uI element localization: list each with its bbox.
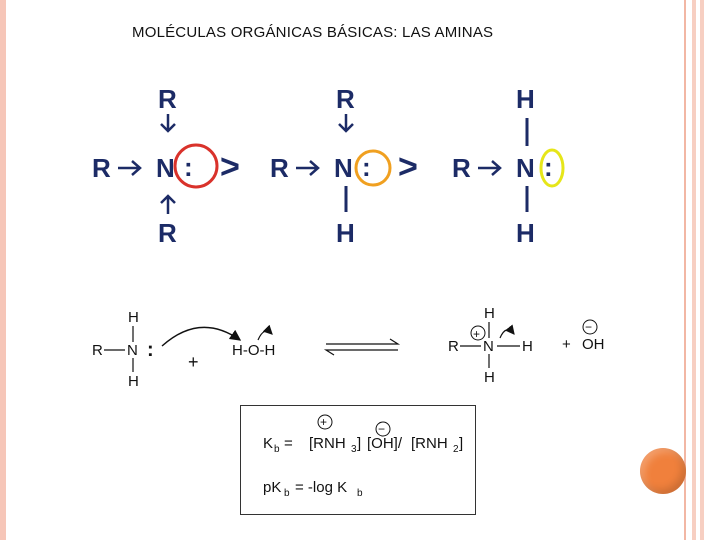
inductive-arrow-right xyxy=(118,160,142,176)
reaction-amine-left-r: R xyxy=(92,342,103,359)
kb-equation-box: + − K b = [RNH 3 ] [OH]/ [RNH 2 ] pK b =… xyxy=(240,405,476,515)
ammonium-top-h: H xyxy=(484,305,495,322)
pkb-b-subscript: b xyxy=(284,488,290,499)
amine-primary: H R N : H xyxy=(452,84,565,248)
amine2-left-substituent: R xyxy=(270,153,289,183)
amine-secondary: R R N : H xyxy=(270,84,392,248)
amine2-lone-pair: : xyxy=(362,152,371,182)
kb-rnh3-close: ] xyxy=(357,435,361,452)
kb-b-subscript: b xyxy=(274,444,280,455)
positive-charge-circle xyxy=(317,414,333,430)
lone-pair-highlight-red xyxy=(173,143,219,189)
kb-rnh2-close: ] xyxy=(459,435,463,452)
ammonium-left-r: R xyxy=(448,338,459,355)
kb-rnh2-open: [RNH xyxy=(411,435,448,452)
reaction-amine: H R N : H xyxy=(92,309,154,390)
amine1-top-substituent: R xyxy=(158,84,177,114)
reaction-plus-2: + xyxy=(562,336,571,353)
curved-arrow xyxy=(499,324,515,339)
greater-than-1: > xyxy=(220,148,240,186)
kb-oh-term: [OH]/ xyxy=(367,435,403,452)
amine2-bottom-substituent: H xyxy=(336,218,355,248)
proton-transfer-arrow xyxy=(257,324,273,341)
amine1-lone-pair: : xyxy=(184,152,193,182)
kb-minus-charge: − xyxy=(378,422,385,436)
inductive-arrow-right xyxy=(478,160,502,176)
amine2-nitrogen: N xyxy=(334,153,353,183)
amine3-lone-pair: : xyxy=(544,152,553,182)
negative-charge-circle xyxy=(582,319,598,335)
kb-rnh3-open: [RNH xyxy=(309,435,346,452)
ammonium-nitrogen: N xyxy=(483,338,494,355)
greater-than-2: > xyxy=(398,148,418,186)
ammonium-bottom-h: H xyxy=(484,369,495,386)
reaction-plus-1: + xyxy=(188,352,199,372)
amine1-nitrogen: N xyxy=(156,153,175,183)
lone-pair-highlight-yellow xyxy=(539,148,565,188)
amine3-nitrogen: N xyxy=(516,153,535,183)
hydroxide: OH xyxy=(582,336,605,353)
kb-plus-charge: + xyxy=(320,415,327,429)
amine3-bottom-substituent: H xyxy=(516,218,535,248)
pkb-equals-log: = -log K xyxy=(295,479,347,496)
amine3-left-substituent: R xyxy=(452,153,471,183)
amine1-left-substituent: R xyxy=(92,153,111,183)
ammonium-charge: + xyxy=(473,327,480,341)
pkb-pk: pK xyxy=(263,479,281,496)
lone-pair-highlight-orange xyxy=(354,149,392,187)
kb-rnh2-subscript: 2 xyxy=(453,444,459,455)
amine-tertiary: R R N : R xyxy=(92,84,219,248)
reaction-amine-bottom-h: H xyxy=(128,373,139,390)
hydroxide-charge: − xyxy=(585,320,592,334)
equilibrium-reverse-arrow xyxy=(323,349,398,356)
decorative-orange-circle xyxy=(640,448,686,494)
electron-pair-arrow xyxy=(161,326,242,347)
reaction-water: H-O-H xyxy=(232,342,275,359)
amine1-bottom-substituent: R xyxy=(158,218,177,248)
inductive-arrow-up xyxy=(160,194,176,214)
amine3-top-substituent: H xyxy=(516,84,535,114)
reaction-ammonium: H + R N H H xyxy=(448,305,533,386)
slide-border-left xyxy=(0,0,6,540)
page-title: MOLÉCULAS ORGÁNICAS BÁSICAS: LAS AMINAS xyxy=(132,24,494,41)
kb-equation: + − K b = [RNH 3 ] [OH]/ [RNH 2 ] pK b =… xyxy=(263,414,463,499)
reaction-amine-nitrogen: N xyxy=(127,342,138,359)
ammonium-right-h: H xyxy=(522,338,533,355)
reaction-amine-lone-pair: : xyxy=(147,339,154,361)
positive-charge-circle xyxy=(470,325,486,341)
amine2-top-substituent: R xyxy=(336,84,355,114)
equilibrium-forward-arrow xyxy=(326,338,401,345)
inductive-arrow-down xyxy=(160,114,176,133)
slide-border-right xyxy=(684,0,720,540)
inductive-arrow-right xyxy=(296,160,320,176)
kb-rnh3-subscript: 3 xyxy=(351,444,357,455)
kb-equals: = xyxy=(284,435,293,452)
kb-k: K xyxy=(263,435,273,452)
inductive-arrow-down xyxy=(338,114,354,133)
pkb-kb-subscript: b xyxy=(357,488,363,499)
negative-charge-circle xyxy=(375,421,391,437)
reaction-amine-top-h: H xyxy=(128,309,139,326)
